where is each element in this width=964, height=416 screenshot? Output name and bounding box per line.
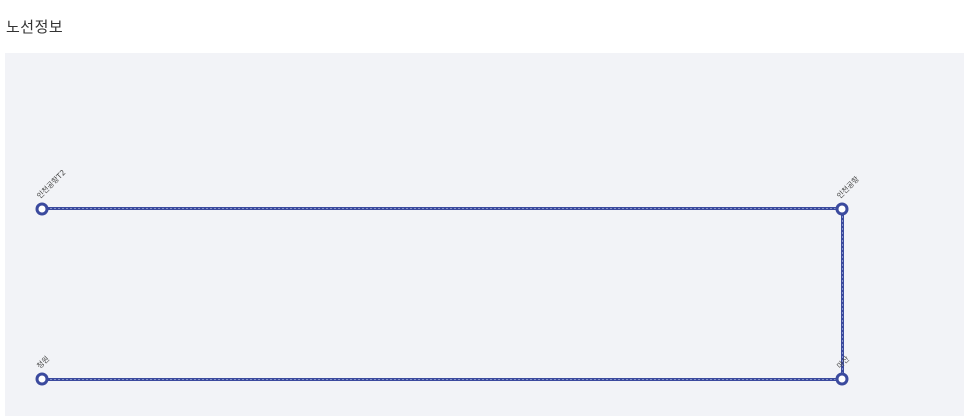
section-title: 노선정보 [6,18,64,36]
station-incheon-airport[interactable]: 인천공항 [834,174,861,216]
station-label: 청원 [35,354,51,370]
station-label: 마산 [834,354,851,371]
station-masan[interactable]: 마산 [834,354,851,386]
route-lines [42,207,844,381]
route-map-panel [5,53,964,416]
station-incheon-t2[interactable]: 인천공항T2 [34,167,68,216]
station-marker[interactable] [835,372,849,386]
station-marker[interactable] [835,202,849,216]
station-label: 인천공항 [834,174,861,201]
station-marker[interactable] [35,372,49,386]
station-marker[interactable] [35,202,49,216]
station-label: 인천공항T2 [34,167,67,200]
